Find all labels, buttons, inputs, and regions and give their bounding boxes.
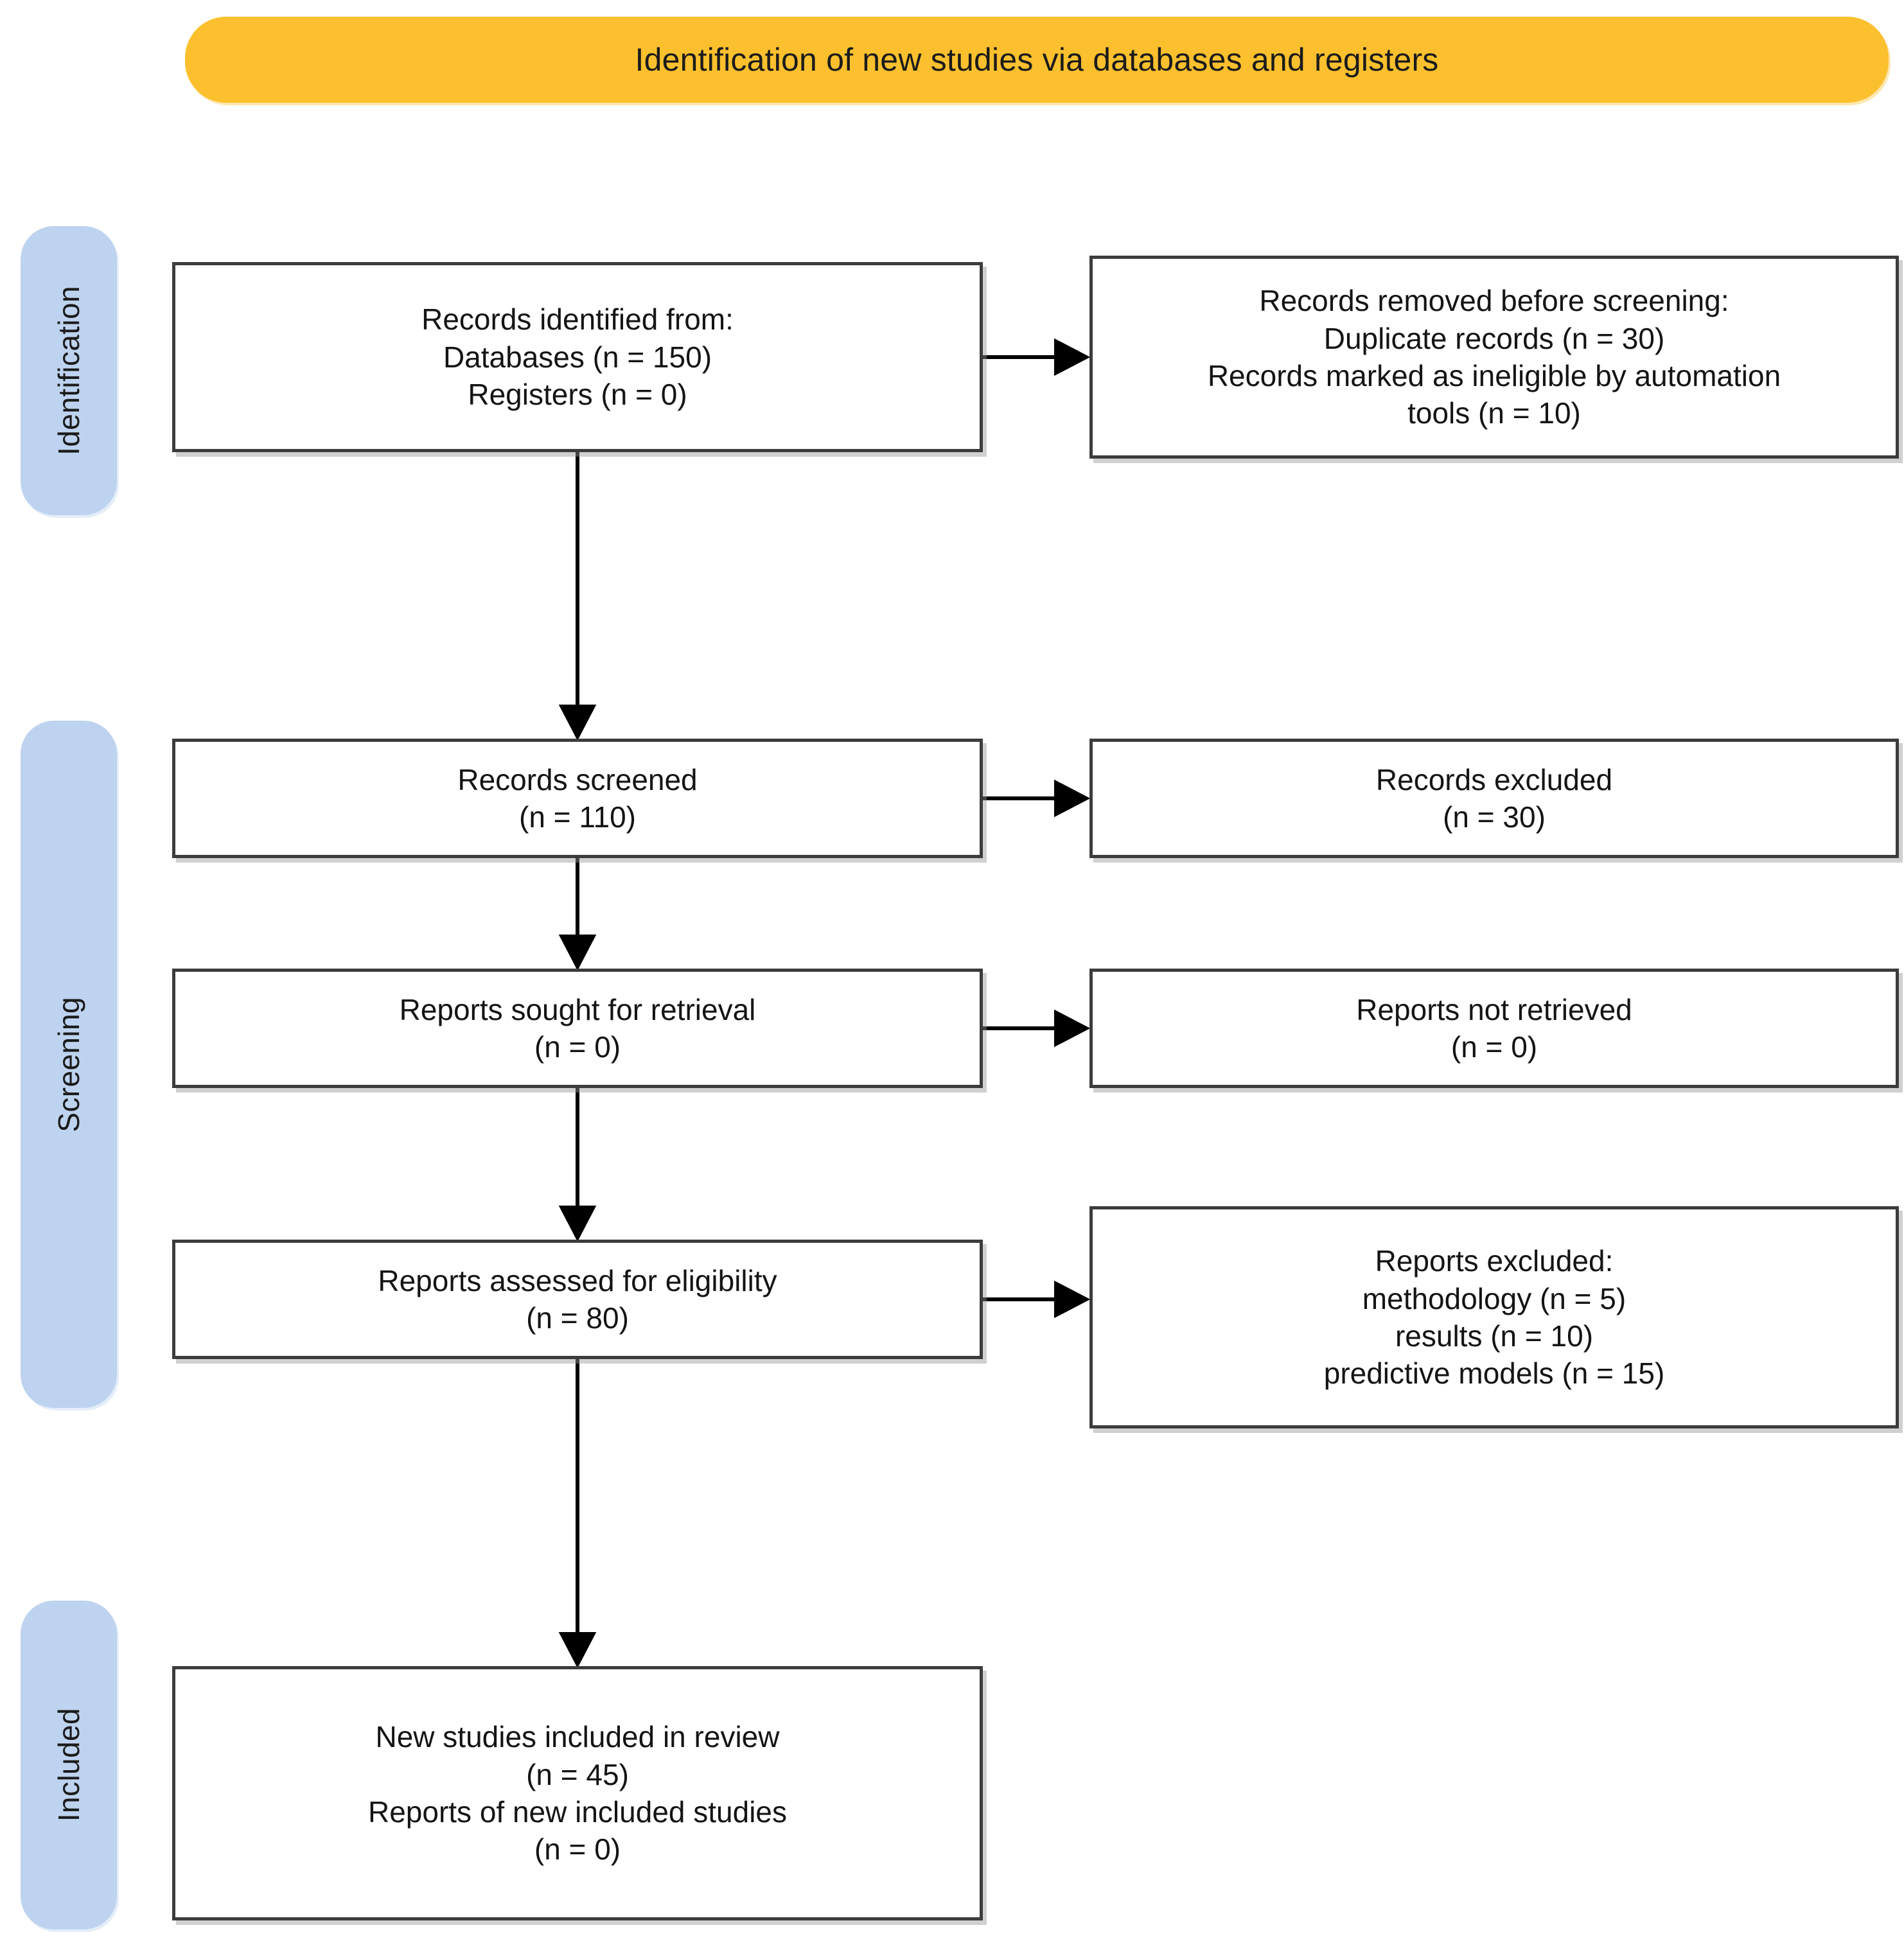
box-reports-not-retrieved: Reports not retrieved (n = 0) (1089, 969, 1899, 1088)
studies-included-line-2: (n = 45) (526, 1757, 629, 1791)
records-removed-line-1: Records removed before screening: (1259, 284, 1729, 318)
box-records-removed: Records removed before screening: Duplic… (1089, 256, 1899, 459)
box-reports-sought: Reports sought for retrieval (n = 0) (172, 969, 983, 1088)
studies-included-line-4: (n = 0) (534, 1832, 621, 1866)
reports-not-retrieved-line-1: Reports not retrieved (1356, 992, 1632, 1026)
reports-excluded-line-2: methodology (n = 5) (1362, 1281, 1626, 1315)
reports-sought-line-1: Reports sought for retrieval (399, 992, 756, 1026)
box-studies-included: New studies included in review (n = 45) … (172, 1666, 983, 1920)
reports-excluded-line-1: Reports excluded: (1375, 1244, 1614, 1278)
box-reports-assessed: Reports assessed for eligibility (n = 80… (172, 1240, 983, 1359)
reports-excluded-line-4: predictive models (n = 15) (1323, 1357, 1665, 1391)
records-removed-line-3: Records marked as ineligible by automati… (1207, 359, 1781, 392)
studies-included-line-1: New studies included in review (375, 1720, 780, 1754)
reports-excluded-line-3: results (n = 10) (1395, 1319, 1594, 1353)
stage-label-screening: Screening (52, 996, 85, 1132)
records-screened-line-2: (n = 110) (519, 800, 636, 834)
box-records-excluded: Records excluded (n = 30) (1089, 739, 1899, 858)
stage-pill-screening: Screening (21, 721, 117, 1408)
records-removed-line-2: Duplicate records (n = 30) (1323, 321, 1665, 355)
records-excluded-line-2: (n = 30) (1443, 800, 1546, 834)
records-screened-line-1: Records screened (457, 762, 698, 796)
box-reports-excluded: Reports excluded: methodology (n = 5) re… (1089, 1206, 1899, 1428)
studies-included-line-3: Reports of new included studies (367, 1795, 788, 1829)
records-identified-line-1: Records identified from: (421, 303, 734, 337)
records-removed-line-4: tools (n = 10) (1407, 396, 1581, 430)
stage-label-identification: Identification (52, 286, 85, 455)
diagram-title: Identification of new studies via databa… (635, 42, 1439, 78)
reports-assessed-line-1: Reports assessed for eligibility (378, 1263, 777, 1297)
stage-pill-identification: Identification (21, 226, 117, 515)
records-excluded-line-1: Records excluded (1375, 762, 1613, 796)
stage-pill-included: Included (21, 1601, 117, 1929)
box-records-identified: Records identified from: Databases (n = … (172, 262, 983, 452)
stage-label-included: Included (52, 1708, 85, 1822)
records-identified-line-2: Databases (n = 150) (443, 340, 712, 374)
box-records-screened: Records screened (n = 110) (172, 739, 983, 858)
reports-assessed-line-2: (n = 80) (526, 1301, 629, 1335)
reports-sought-line-2: (n = 0) (534, 1030, 621, 1064)
diagram-title-banner: Identification of new studies via databa… (185, 17, 1889, 103)
reports-not-retrieved-line-2: (n = 0) (1450, 1030, 1538, 1064)
records-identified-line-3: Registers (n = 0) (468, 378, 687, 412)
